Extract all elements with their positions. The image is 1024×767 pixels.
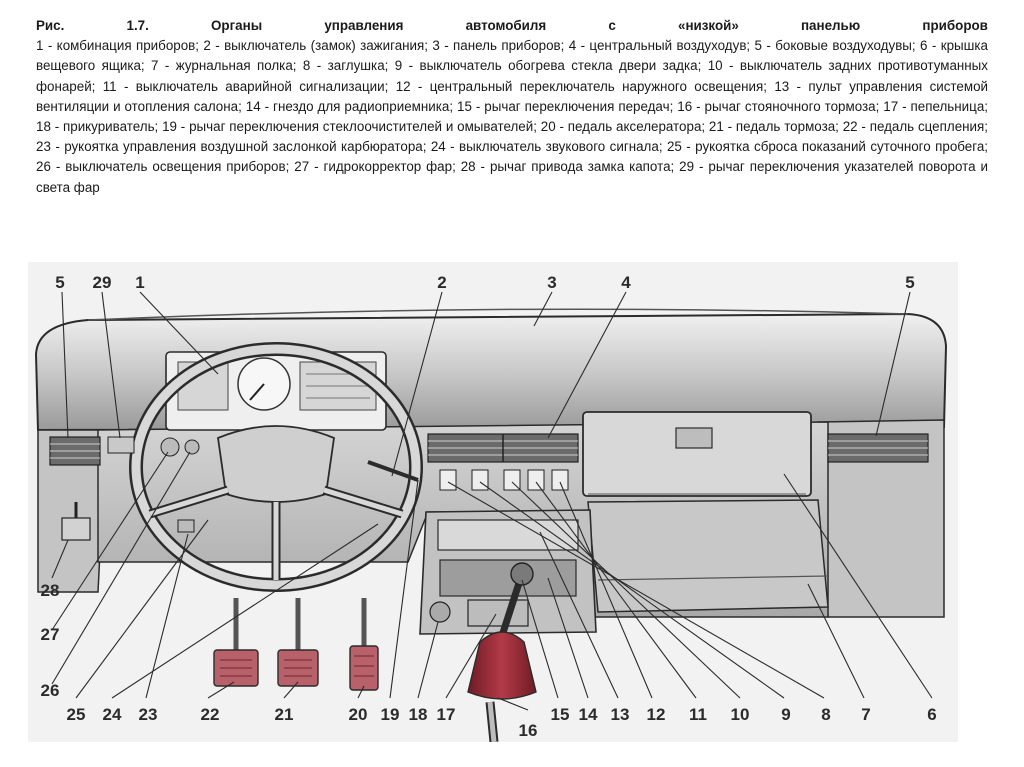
callout-15: 15 xyxy=(551,705,570,724)
callout-27: 27 xyxy=(41,625,60,644)
callouts-bottom: 25 24 23 22 21 20 19 18 17 16 15 14 13 1… xyxy=(67,705,937,740)
callout-7: 7 xyxy=(861,705,870,724)
callout-10: 10 xyxy=(731,705,750,724)
glovebox-latch xyxy=(675,427,713,449)
radio-slot xyxy=(439,559,577,597)
callout-25: 25 xyxy=(67,705,86,724)
caption-word: 1.7. xyxy=(126,18,149,33)
clutch-pedal xyxy=(213,598,259,687)
glovebox-lid xyxy=(582,411,812,497)
callout-12: 12 xyxy=(647,705,666,724)
dashboard-illustration: 5 29 1 2 3 4 5 28 27 26 25 24 23 22 21 2… xyxy=(28,262,958,743)
caption-legend: 1 - комбинация приборов; 2 - выключатель… xyxy=(36,38,988,195)
caption-word: панелью xyxy=(800,18,861,33)
caption-word: автомобиля xyxy=(465,18,547,33)
dashboard-figure: 5 29 1 2 3 4 5 28 27 26 25 24 23 22 21 2… xyxy=(28,262,958,743)
callout-9: 9 xyxy=(781,705,790,724)
callout-28: 28 xyxy=(41,581,60,600)
switch-row xyxy=(439,469,569,491)
steering-wheel xyxy=(129,342,423,592)
callout-20: 20 xyxy=(349,705,368,724)
left-side-vent-housing xyxy=(37,429,107,593)
right-side-vent xyxy=(827,433,929,463)
callout-3: 3 xyxy=(547,273,556,292)
callout-16: 16 xyxy=(519,721,538,740)
parcel-shelf xyxy=(587,499,829,613)
callout-26: 26 xyxy=(41,681,60,700)
caption-word: с xyxy=(608,18,616,33)
callouts-top: 5 29 1 2 3 4 5 xyxy=(55,273,914,292)
central-vent xyxy=(427,433,579,463)
parking-brake-lever-body xyxy=(487,701,497,743)
callout-5-right: 5 xyxy=(905,273,914,292)
callout-5-left: 5 xyxy=(55,273,64,292)
callout-29: 29 xyxy=(93,273,112,292)
caption-word: Органы xyxy=(211,18,263,33)
ashtray xyxy=(467,599,529,627)
accelerator-pedal xyxy=(349,598,379,691)
caption-word: «низкой» xyxy=(678,18,739,33)
callout-22: 22 xyxy=(201,705,220,724)
callout-24: 24 xyxy=(103,705,122,724)
callout-14: 14 xyxy=(579,705,598,724)
callout-18: 18 xyxy=(409,705,428,724)
hood-release-lever xyxy=(61,517,91,541)
brake-pedal xyxy=(277,598,319,687)
cigarette-lighter xyxy=(429,601,451,623)
callout-6: 6 xyxy=(927,705,936,724)
callout-4: 4 xyxy=(621,273,631,292)
caption-title: Рис. 1.7. Органы управления автомобиля с… xyxy=(36,16,988,36)
callout-8: 8 xyxy=(821,705,830,724)
figure-caption: Рис. 1.7. Органы управления автомобиля с… xyxy=(36,16,988,198)
parcel-shelf-lip xyxy=(597,575,829,581)
trip-reset-knob xyxy=(184,439,200,455)
callout-11: 11 xyxy=(689,705,707,724)
turn-signal-lever xyxy=(107,436,135,454)
caption-word: приборов xyxy=(922,18,988,33)
callout-21: 21 xyxy=(275,705,294,724)
instrument-light-switch xyxy=(160,437,180,457)
left-side-vent xyxy=(49,436,101,466)
callout-13: 13 xyxy=(611,705,630,724)
gear-lever xyxy=(467,562,537,700)
callouts-left: 28 27 26 xyxy=(41,581,60,700)
panel-top-edge xyxy=(87,308,909,321)
callout-23: 23 xyxy=(139,705,158,724)
callout-19: 19 xyxy=(381,705,400,724)
caption-word: Рис. xyxy=(36,18,65,33)
callout-2: 2 xyxy=(437,273,446,292)
callout-1: 1 xyxy=(135,273,144,292)
leader-lines xyxy=(51,291,933,711)
callout-17: 17 xyxy=(437,705,456,724)
choke-knob xyxy=(177,519,195,533)
caption-word: управления xyxy=(324,18,404,33)
